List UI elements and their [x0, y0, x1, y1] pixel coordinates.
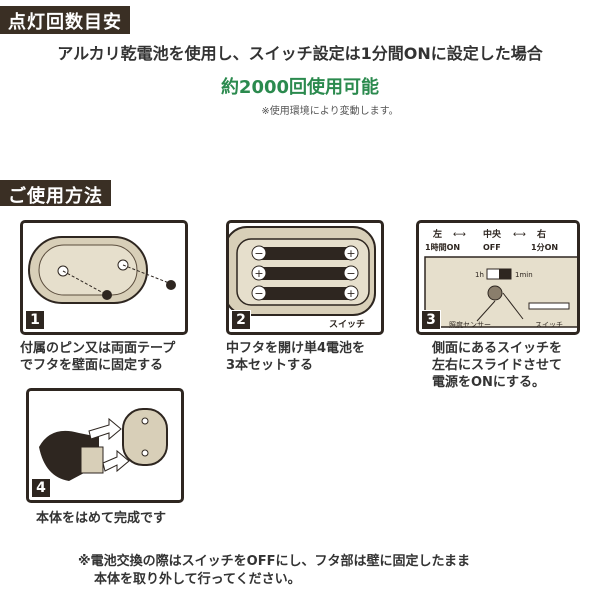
switch-value-right: 1分ON [531, 242, 558, 252]
step-2-panel: − + + − − + スイッチ 2 [226, 220, 384, 335]
step-2-switch-label: スイッチ [329, 319, 365, 330]
svg-text:−: − [254, 287, 263, 300]
battery-row [261, 247, 349, 300]
footnote-line: ※電池交換の際はスイッチをOFFにし、フタ部は壁に固定したまま [78, 554, 471, 569]
cover-mount-illustration [28, 236, 176, 304]
step-4-number: 4 [31, 478, 51, 498]
step-2-caption: 中フタを開け単4電池を 3本セットする [226, 340, 365, 374]
step-3-number: 3 [421, 310, 441, 330]
sensor-label: 照度センサー [449, 320, 491, 329]
step-3-caption: 側面にあるスイッチを 左右にスライドさせて 電源をONにする。 [432, 340, 562, 391]
step-3-panel: 左 ⟷ 中央 ⟷ 右 1時間ON OFF 1分ON 1h 1min 照度センサー… [416, 220, 580, 335]
usage-note: ※使用環境により変動します。 [261, 106, 399, 117]
svg-text:⟷: ⟷ [513, 230, 526, 240]
count-section-label: 点灯回数目安 [0, 6, 130, 34]
switch-value-left: 1時間ON [425, 242, 460, 252]
step-2-caption-line: 3本セットする [226, 358, 314, 373]
footnote-line: 本体を取り外して行ってください。 [94, 572, 301, 587]
switch-pos-left: 左 [432, 228, 442, 240]
usage-count: 約2000回使用可能 [220, 77, 380, 98]
battery-compartment-illustration: − + + − − + スイッチ [229, 226, 376, 330]
switch-value-center: OFF [483, 243, 501, 252]
svg-text:+: + [254, 267, 263, 280]
step-2-number: 2 [231, 310, 251, 330]
step-3-switch-label: スイッチ [535, 321, 563, 329]
svg-text:−: − [254, 247, 263, 260]
svg-text:+: + [346, 287, 355, 300]
svg-text:⟷: ⟷ [453, 230, 466, 240]
battery-replacement-note: ※電池交換の際はスイッチをOFFにし、フタ部は壁に固定したまま 本体を取り外して… [78, 553, 470, 589]
step-3-caption-line: 電源をONにする。 [432, 375, 546, 390]
svg-text:−: − [346, 267, 355, 280]
switch-pos-right: 右 [536, 228, 546, 240]
step-1-number: 1 [25, 310, 45, 330]
step-4-panel: 4 [26, 388, 184, 503]
step-4-caption-line: 本体をはめて完成です [36, 511, 167, 526]
attach-body-illustration [39, 408, 168, 481]
svg-text:+: + [346, 247, 355, 260]
switch-setting-1h: 1h [475, 271, 484, 279]
step-3-caption-line: 側面にあるスイッチを [432, 341, 563, 356]
step-4-caption: 本体をはめて完成です [36, 510, 166, 527]
switch-setting-1min: 1min [515, 271, 533, 279]
step-1-panel: 1 [20, 220, 188, 335]
usage-section-label: ご使用方法 [0, 180, 111, 207]
switch-diagram-illustration: 左 ⟷ 中央 ⟷ 右 1時間ON OFF 1分ON 1h 1min 照度センサー… [424, 228, 577, 329]
switch-pos-center: 中央 [483, 228, 502, 240]
step-3-caption-line: 左右にスライドさせて [432, 358, 563, 373]
step-2-caption-line: 中フタを開け単4電池を [226, 341, 366, 356]
condition-headline: アルカリ乾電池を使用し、スイッチ設定は1分間ONに設定した場合 [57, 44, 543, 63]
step-1-caption: 付属のピン又は両面テープ でフタを壁面に固定する [20, 340, 175, 374]
step-1-caption-line: でフタを壁面に固定する [20, 358, 164, 373]
step-1-caption-line: 付属のピン又は両面テープ [20, 341, 176, 356]
